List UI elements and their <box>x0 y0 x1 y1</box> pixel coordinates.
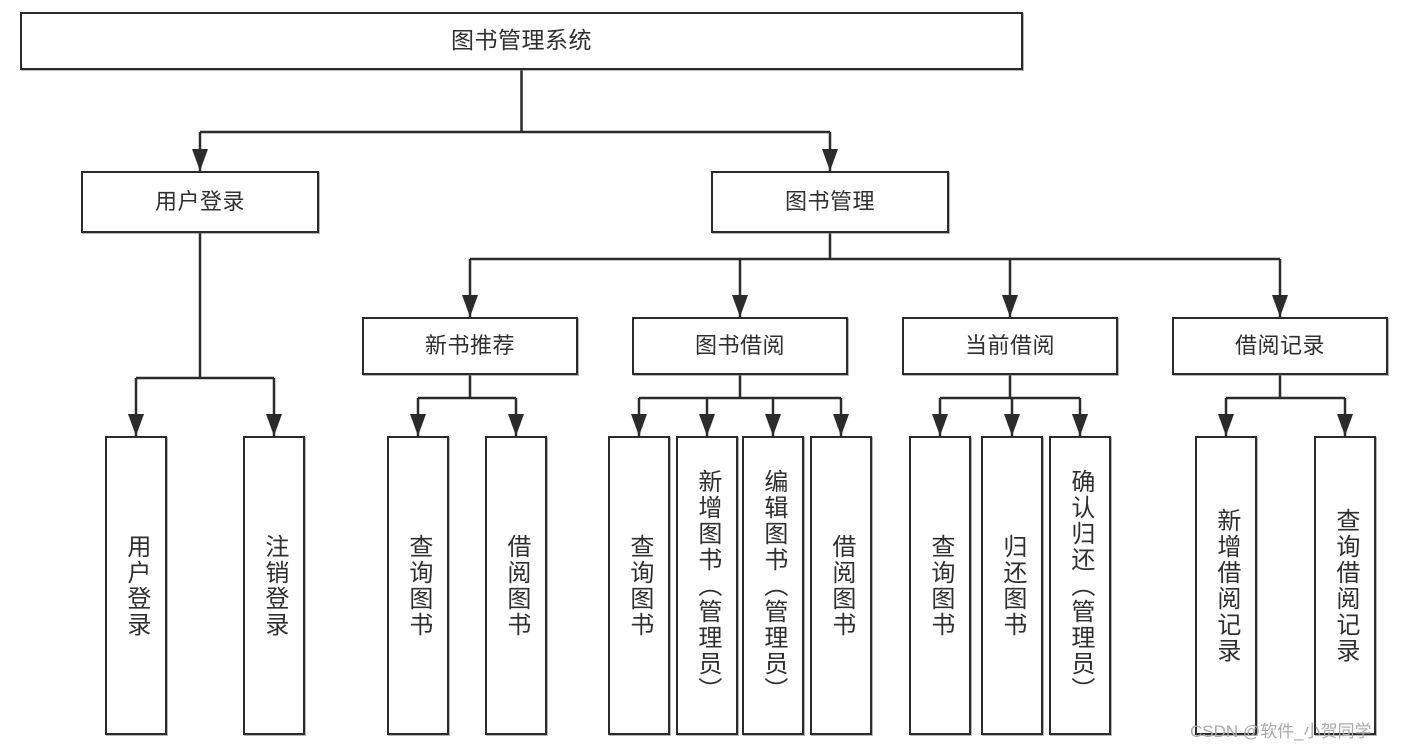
node-label: 借阅记录 <box>1234 333 1325 359</box>
node-leaf-query-record[interactable]: 查询借阅记录 <box>1314 436 1376 735</box>
arrowhead-icon <box>462 295 478 317</box>
node-book-borrow[interactable]: 图书借阅 <box>632 317 848 375</box>
node-label: 归还图书 <box>998 533 1026 638</box>
node-leaf-add-record[interactable]: 新增借阅记录 <box>1195 436 1257 735</box>
arrowhead-icon <box>1272 295 1288 317</box>
node-label: 查询图书 <box>926 533 954 638</box>
node-label: 查询图书 <box>404 533 432 638</box>
arrowhead-icon <box>1004 414 1020 436</box>
node-label: 确认归还（管理员） <box>1066 468 1094 703</box>
node-root[interactable]: 图书管理系统 <box>20 12 1023 70</box>
arrowhead-icon <box>932 414 948 436</box>
node-leaf-return-book[interactable]: 归还图书 <box>981 436 1043 735</box>
arrowhead-icon <box>192 149 208 171</box>
arrowhead-icon <box>266 414 282 436</box>
node-current-borrow[interactable]: 当前借阅 <box>902 317 1118 375</box>
node-label: 新增借阅记录 <box>1212 507 1240 664</box>
node-label: 当前借阅 <box>964 333 1055 359</box>
node-leaf-query-book-1[interactable]: 查询图书 <box>387 436 449 735</box>
arrowhead-icon <box>410 414 426 436</box>
node-leaf-query-book-2[interactable]: 查询图书 <box>608 436 670 735</box>
node-label: 借阅图书 <box>827 533 855 638</box>
node-book-manage[interactable]: 图书管理 <box>711 171 949 233</box>
arrowhead-icon <box>1218 414 1234 436</box>
node-user-login[interactable]: 用户登录 <box>81 171 319 233</box>
node-label: 查询图书 <box>625 533 653 638</box>
node-label: 图书管理系统 <box>451 27 592 54</box>
arrowhead-icon <box>732 295 748 317</box>
arrowhead-icon <box>699 414 715 436</box>
watermark-label: CSDN @软件_小贺同学 <box>1190 722 1372 741</box>
node-label: 查询借阅记录 <box>1331 507 1359 664</box>
arrowhead-icon <box>1002 295 1018 317</box>
node-leaf-logout[interactable]: 注销登录 <box>243 436 305 735</box>
arrowhead-icon <box>1337 414 1353 436</box>
node-leaf-query-book-3[interactable]: 查询图书 <box>909 436 971 735</box>
node-leaf-add-book[interactable]: 新增图书（管理员） <box>676 436 738 735</box>
node-leaf-user-login[interactable]: 用户登录 <box>105 436 167 735</box>
node-borrow-record[interactable]: 借阅记录 <box>1172 317 1388 375</box>
node-label: 新书推荐 <box>424 333 515 359</box>
arrowhead-icon <box>1072 414 1088 436</box>
node-leaf-edit-book[interactable]: 编辑图书（管理员） <box>742 436 804 735</box>
node-label: 用户登录 <box>154 189 245 215</box>
arrowhead-icon <box>765 414 781 436</box>
node-label: 用户登录 <box>122 533 150 638</box>
node-label: 图书管理 <box>784 189 875 215</box>
node-leaf-borrow-book-1[interactable]: 借阅图书 <box>485 436 547 735</box>
node-label: 新增图书（管理员） <box>693 468 721 703</box>
arrowhead-icon <box>128 414 144 436</box>
node-new-book-rec[interactable]: 新书推荐 <box>362 317 578 375</box>
arrowhead-icon <box>631 414 647 436</box>
node-leaf-confirm-return[interactable]: 确认归还（管理员） <box>1049 436 1111 735</box>
node-label: 注销登录 <box>260 533 288 638</box>
arrowhead-icon <box>822 149 838 171</box>
node-label: 编辑图书（管理员） <box>759 468 787 703</box>
arrowhead-icon <box>833 414 849 436</box>
node-label: 图书借阅 <box>694 333 785 359</box>
arrowhead-icon <box>508 414 524 436</box>
node-leaf-borrow-book-2[interactable]: 借阅图书 <box>810 436 872 735</box>
node-label: 借阅图书 <box>502 533 530 638</box>
